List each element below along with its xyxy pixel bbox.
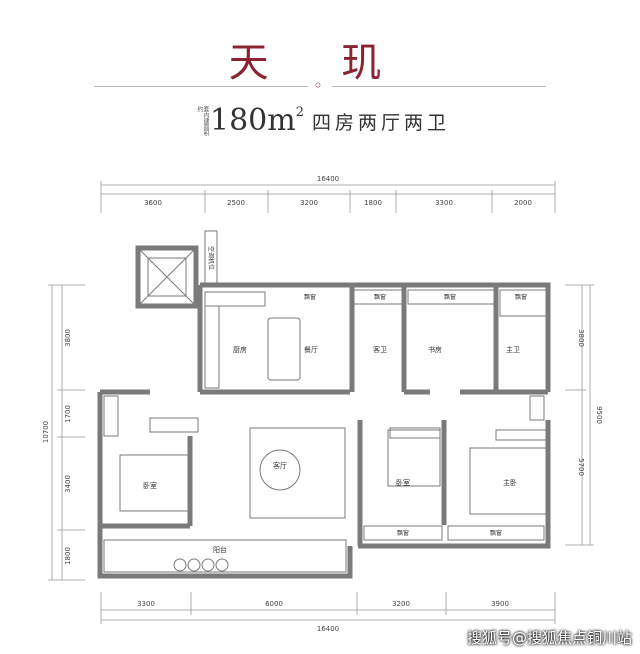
ac-platform-label: 空调机位 (207, 246, 215, 270)
dim-top-4: 1800 (364, 199, 382, 207)
dim-left-2: 1700 (64, 405, 72, 423)
room-kitchen: 厨房 (233, 345, 247, 354)
bay-window-2: 飘窗 (374, 293, 386, 301)
dim-top-1: 3600 (144, 199, 162, 207)
layout-label: 四房两厅两卫 (312, 112, 451, 134)
fixtures (103, 230, 549, 573)
bay-window-5: 飘窗 (397, 529, 409, 537)
watermark: 搜狐号@搜狐焦点铜川站 (466, 629, 632, 647)
room-master-bath: 主卫 (506, 345, 520, 354)
title-divider-left (94, 86, 308, 87)
room-bedroom-left: 卧室 (143, 481, 157, 490)
dim-top-2: 2500 (227, 199, 245, 207)
room-dining: 餐厅 (304, 345, 318, 354)
title-divider-right (332, 86, 546, 87)
dim-right-total: 9500 (595, 406, 603, 424)
room-guest-bath: 客卫 (373, 345, 387, 354)
floorplan-title: 天 玑 (228, 40, 412, 86)
dim-top-total: 16400 (317, 175, 339, 183)
bay-window-6: 飘窗 (490, 529, 502, 537)
room-living: 客厅 (273, 461, 287, 470)
dim-top-5: 3300 (435, 199, 453, 207)
dim-right-2: 5700 (577, 458, 585, 476)
dim-left-total: 10700 (42, 421, 50, 443)
dim-top-3: 3200 (300, 199, 318, 207)
emblem-icon: ◦ (313, 76, 323, 95)
room-study: 书房 (428, 345, 442, 354)
area-value: 180m2 (210, 103, 304, 138)
dim-left-3: 3400 (64, 475, 72, 493)
dim-bottom-4: 3900 (491, 600, 509, 608)
subtitle: 套内建面积约 180m2 四房两厅两卫 (196, 102, 451, 138)
bay-window-1: 飘窗 (304, 293, 316, 301)
area-tag: 套内建面积约 (196, 106, 209, 136)
dim-right-1: 3800 (577, 329, 585, 347)
bay-window-3: 飘窗 (444, 293, 456, 301)
dim-bottom-1: 3300 (137, 600, 155, 608)
dimension-lines (48, 181, 594, 624)
bay-window-4: 飘窗 (515, 293, 527, 301)
room-balcony: 阳台 (213, 545, 227, 554)
dim-left-4: 1800 (64, 547, 72, 565)
room-bedroom-mid: 卧室 (396, 478, 410, 487)
room-master-bedroom: 主卧 (503, 478, 517, 487)
dim-bottom-total: 16400 (317, 625, 339, 633)
dim-bottom-3: 3200 (392, 600, 410, 608)
dim-top-6: 2000 (514, 199, 532, 207)
walls (97, 245, 551, 579)
dim-left-1: 3800 (64, 329, 72, 347)
dim-bottom-2: 6000 (265, 600, 283, 608)
